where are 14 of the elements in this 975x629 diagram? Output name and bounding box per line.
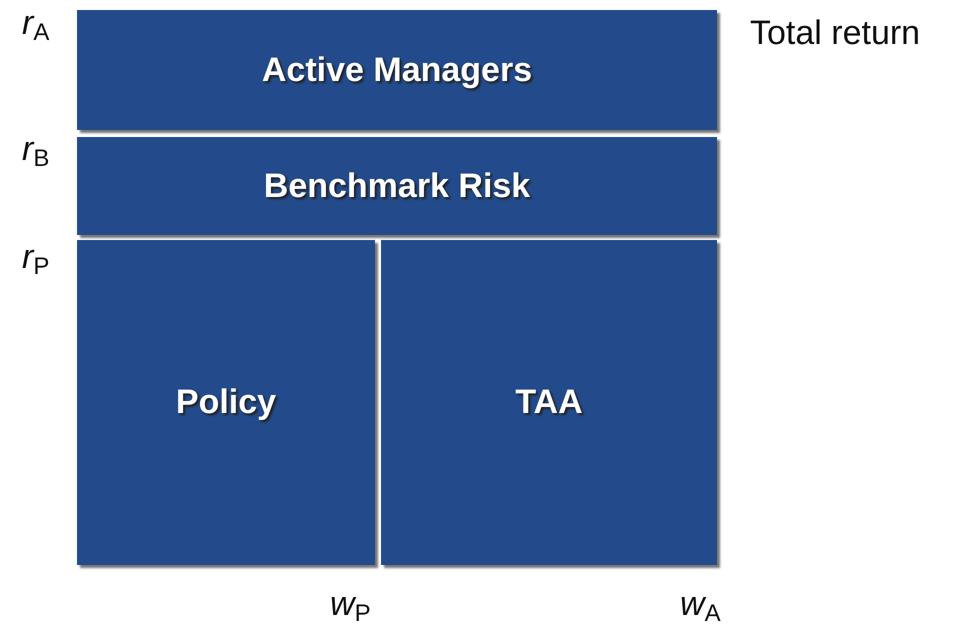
taa-block xyxy=(381,240,717,565)
axis-label: r$_{P}$ xyxy=(22,238,50,281)
axis-label: w$_{P}$ xyxy=(330,585,371,628)
benchmark-risk-block xyxy=(77,137,717,235)
active-managers-block xyxy=(77,10,717,130)
block-label: Active Managers xyxy=(262,50,532,90)
axis-label: w$_{A}$ xyxy=(680,585,721,628)
axis-label: Total return xyxy=(750,14,920,53)
block-label: Benchmark Risk xyxy=(264,166,530,206)
block-label: TAA xyxy=(515,383,583,422)
axis-label: r$_{A}$ xyxy=(22,4,50,47)
axis-label: r$_{B}$ xyxy=(22,130,50,173)
policy-block xyxy=(77,240,375,565)
block-label: Policy xyxy=(176,383,276,422)
